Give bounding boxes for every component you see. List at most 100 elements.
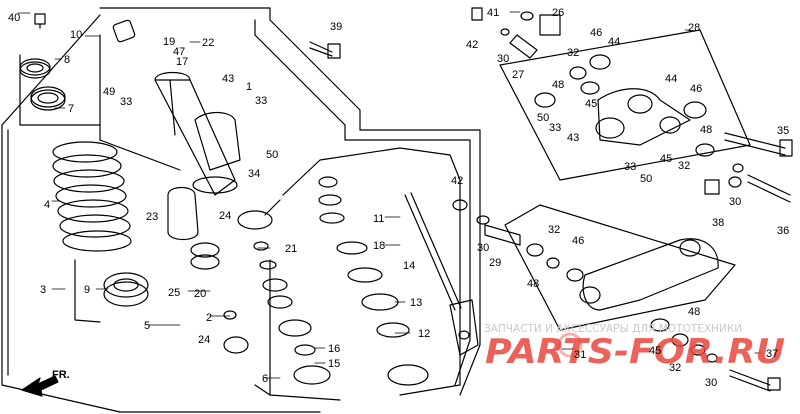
collar-29 (452, 199, 521, 246)
bolt-35 (724, 132, 793, 157)
reservoir-frame (74, 259, 101, 323)
callout-label-c45a: 45 (585, 98, 597, 110)
callout-label-c23: 23 (146, 211, 158, 223)
front-arrow (21, 375, 59, 397)
callout-label-c48a: 48 (552, 79, 564, 91)
callout-label-c22: 22 (202, 37, 214, 49)
callout-label-c50a: 50 (537, 112, 549, 124)
callout-label-c1: 1 (246, 81, 252, 93)
callout-label-c44a: 44 (608, 36, 620, 48)
shock-spring-4 (52, 141, 132, 252)
callout-label-c47: 47 (173, 46, 185, 58)
callout-label-c34: 34 (248, 168, 260, 180)
callout-label-c38: 38 (712, 217, 724, 229)
link-rod-frame (504, 204, 736, 331)
callout-label-c29: 29 (489, 257, 501, 269)
reservoir-bladder-23 (167, 186, 199, 241)
callout-label-c15: 15 (328, 358, 340, 370)
callout-label-c17: 17 (176, 56, 188, 68)
callout-label-c44b: 44 (665, 73, 677, 85)
callout-label-c41: 41 (487, 7, 499, 19)
callout-label-c32c: 32 (548, 224, 560, 236)
callout-label-c8: 8 (64, 54, 70, 66)
callout-label-c14: 14 (403, 260, 415, 272)
callout-label-c4: 4 (44, 199, 50, 211)
callout-label-c6: 6 (262, 373, 268, 385)
callout-label-c48d: 48 (688, 306, 700, 318)
callout-label-c45c: 45 (649, 345, 661, 357)
callout-label-c32b: 32 (678, 160, 690, 172)
callout-label-c46a: 46 (590, 27, 602, 39)
damper-body (112, 19, 241, 196)
piston-rod-11 (404, 192, 479, 356)
callout-label-c25: 25 (168, 287, 180, 299)
callout-label-c13: 13 (410, 297, 422, 309)
leader-lines (17, 11, 763, 379)
callout-label-c33b: 33 (255, 95, 267, 107)
callout-label-c30b: 30 (729, 196, 741, 208)
callout-label-c28: 28 (688, 22, 700, 34)
link-rod-31 (579, 238, 719, 311)
callout-label-c48c: 48 (527, 278, 539, 290)
callout-label-c24a: 24 (219, 210, 231, 222)
shock-outer-frame (1, 7, 481, 413)
callout-label-c16: 16 (328, 343, 340, 355)
watermark-caption: ЗАПЧАСТИ И АКСЕССУАРЫ ДЛЯ МОТОТЕХНИКИ (484, 323, 742, 335)
bolt-36 (747, 174, 791, 203)
callout-label-c21: 21 (285, 243, 297, 255)
callout-label-c32d: 32 (669, 362, 681, 374)
callout-label-c33d: 33 (624, 161, 636, 173)
callout-label-c36: 36 (777, 225, 789, 237)
lock-nut-8 (19, 58, 51, 79)
callout-label-c50b: 50 (640, 173, 652, 185)
callout-label-c24b: 24 (198, 334, 210, 346)
bearings-lower (526, 243, 718, 363)
bolt-39 (309, 41, 341, 59)
callout-label-c19: 19 (163, 36, 175, 48)
callout-label-c42b: 42 (451, 175, 463, 187)
bolt-38 (704, 163, 744, 195)
callout-label-c33c: 33 (549, 122, 561, 134)
linkage-arm-28 (534, 54, 715, 157)
callout-label-c10: 10 (70, 29, 82, 41)
callout-label-c20: 20 (194, 288, 206, 300)
callout-label-c37: 37 (766, 348, 778, 360)
callout-label-c40: 40 (8, 12, 20, 24)
callout-label-c9: 9 (84, 284, 90, 296)
callout-label-c30d: 30 (705, 377, 717, 389)
callout-label-c31: 31 (574, 349, 586, 361)
callout-label-c42a: 42 (466, 39, 478, 51)
adjuster-nut-7 (30, 86, 66, 111)
bolt-37 (729, 369, 781, 392)
callout-label-c11: 11 (373, 213, 384, 225)
shock-body-frame (99, 34, 181, 171)
watermark-gear (557, 332, 583, 358)
bushings-upper (471, 7, 561, 59)
callout-label-c30c: 30 (477, 242, 489, 254)
valve-stack (190, 210, 331, 385)
callout-label-c2: 2 (206, 312, 212, 324)
piston-rod-frame (254, 147, 461, 401)
callout-label-c30a: 30 (497, 53, 509, 65)
callout-label-c18: 18 (373, 240, 385, 252)
callout-label-c32a: 32 (567, 47, 579, 59)
callout-label-c12: 12 (418, 328, 430, 340)
watermark-logo: PARTS-FOR.RU (485, 332, 785, 372)
callout-label-c5: 5 (144, 320, 150, 332)
callout-label-c50c: 50 (266, 149, 278, 161)
callout-label-c43a: 43 (222, 73, 234, 85)
callout-label-c43b: 43 (567, 132, 579, 144)
callout-label-c46b: 46 (690, 83, 702, 95)
direction-label: FR. (52, 369, 70, 381)
callout-label-c39: 39 (330, 21, 342, 33)
callout-label-c45b: 45 (660, 153, 672, 165)
spring-seat-9 (103, 272, 149, 307)
callout-label-c35: 35 (777, 125, 789, 137)
callout-label-c7: 7 (68, 103, 74, 115)
callout-label-c27: 27 (512, 69, 524, 81)
callout-label-c26: 26 (552, 7, 564, 19)
spring-seat-frame (19, 54, 101, 126)
